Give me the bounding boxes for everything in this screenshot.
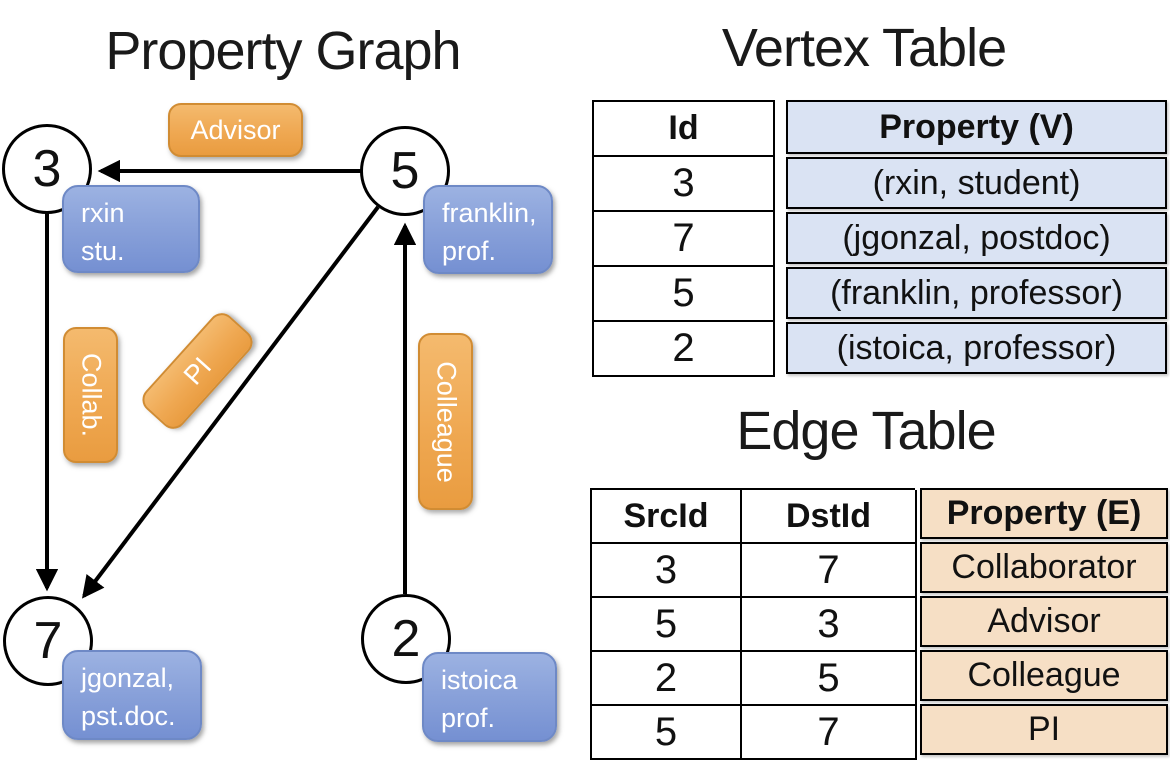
edge-table-property-cell: PI <box>920 704 1168 755</box>
vertex-table-id-cell: 2 <box>592 322 775 377</box>
property-graph-title: Property Graph <box>105 21 461 81</box>
edge-table-dst-cell: 7 <box>742 706 917 760</box>
vertex-id-3: 3 <box>32 140 62 198</box>
vertex-table-property-cell: (rxin, student) <box>786 157 1167 209</box>
vertex-table-id-cell: 7 <box>592 212 775 267</box>
edge-arrow-5-to-7 <box>81 205 380 599</box>
edge-table-property-cell: Colleague <box>920 650 1168 701</box>
vertex-property-box-jgonzal: jgonzal, pst.doc. <box>62 650 202 740</box>
edge-property-label: Collab. <box>76 352 106 438</box>
edge-table-src-cell: 5 <box>592 706 742 760</box>
vertex-property-box-franklin: franklin, prof. <box>423 185 553 274</box>
edge-table-dst-cell: 7 <box>742 544 917 598</box>
edge-property-label: Colleague <box>431 360 461 483</box>
edge-table-src-cell: 3 <box>592 544 742 598</box>
vertex-property-line: rxin <box>81 198 125 228</box>
vertex-table-title: Vertex Table <box>721 18 1007 78</box>
edge-table-header-dstid: DstId <box>742 490 917 544</box>
vertex-property-line: jgonzal, <box>81 663 175 693</box>
edge-table-src-cell: 5 <box>592 598 742 652</box>
edge-table-header-srcid: SrcId <box>592 490 742 544</box>
vertex-property-line: stu. <box>81 236 125 266</box>
edge-table-src-dst-columns: SrcId DstId 3 7 5 3 2 5 5 7 <box>590 488 917 760</box>
vertex-table-property-cell: (franklin, professor) <box>786 267 1167 319</box>
vertex-property-line: istoica <box>441 665 518 695</box>
vertex-table-id-cell: 5 <box>592 267 775 322</box>
edge-property-box-advisor: Advisor <box>168 103 303 157</box>
vertex-property-line: prof. <box>441 703 496 733</box>
vertex-id-2: 2 <box>391 610 421 668</box>
vertex-property-box-rxin: rxin stu. <box>62 185 200 273</box>
edge-table-dst-cell: 5 <box>742 652 917 706</box>
edge-table-property-cell: Collaborator <box>920 542 1168 593</box>
vertex-table-property-cell: (istoica, professor) <box>786 322 1167 374</box>
vertex-id-7: 7 <box>33 612 63 670</box>
graph-edges-layer <box>35 159 417 599</box>
edge-table-title: Edge Table <box>736 401 996 461</box>
edge-property-label: Advisor <box>190 114 281 145</box>
vertex-property-line: franklin, <box>442 198 537 228</box>
edge-table-src-cell: 2 <box>592 652 742 706</box>
vertex-circle-2: 2 <box>361 594 451 684</box>
edge-property-box-colleague: Colleague <box>418 333 473 510</box>
vertex-circle-5: 5 <box>360 126 450 216</box>
edge-table-property-cell: Advisor <box>920 596 1168 647</box>
edge-table-dst-cell: 3 <box>742 598 917 652</box>
edge-property-box-collab: Collab. <box>63 327 118 463</box>
vertex-table-header-property: Property (V) <box>786 100 1167 154</box>
vertex-table-id-column: Id 3 7 5 2 <box>592 100 775 377</box>
vertex-property-line: prof. <box>442 236 497 266</box>
vertex-id-5: 5 <box>390 142 420 200</box>
edge-table-header-property: Property (E) <box>920 488 1168 539</box>
vertex-table-id-cell: 3 <box>592 157 775 212</box>
vertex-table-property-column: Property (V) (rxin, student) (jgonzal, p… <box>786 100 1167 377</box>
edge-property-label: PI <box>177 351 217 391</box>
edge-table-property-column: Property (E) Collaborator Advisor Collea… <box>920 488 1168 758</box>
vertex-table-property-cell: (jgonzal, postdoc) <box>786 212 1167 264</box>
vertex-property-box-istoica: istoica prof. <box>422 652 557 742</box>
vertex-table-header-id: Id <box>592 100 775 157</box>
vertex-property-line: pst.doc. <box>81 701 176 731</box>
